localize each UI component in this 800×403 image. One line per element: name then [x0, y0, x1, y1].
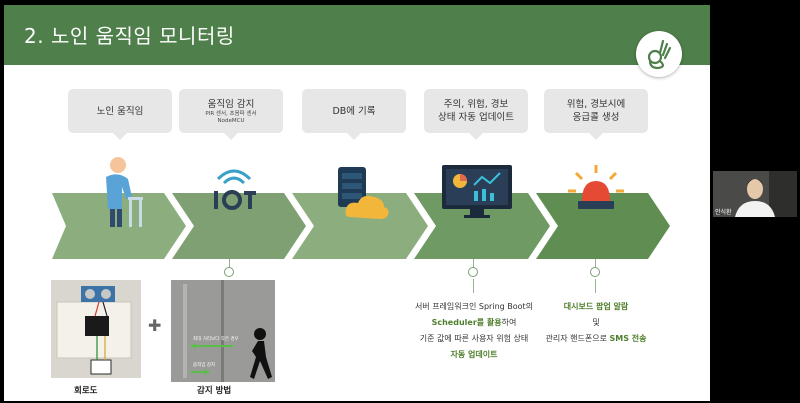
- participant-name: 안식환: [715, 209, 732, 216]
- step-bubble-elderly-movement: 노인 움직임: [68, 89, 172, 140]
- detection-method-caption: 감지 방법: [197, 386, 232, 396]
- iot-icon: [214, 169, 256, 210]
- status-update-description: 서버 프레임워크인 Spring Boot의 Scheduler를 활용하여 기…: [414, 302, 534, 359]
- connector-line: [473, 259, 474, 268]
- connector-line: [229, 259, 230, 268]
- participant-face: [747, 179, 763, 199]
- step-bubble-emergency-call: 위험, 경보시에 응급콜 생성: [544, 89, 648, 140]
- step-bubble-status-update: 주의, 위험, 경보 상태 자동 업데이트: [424, 89, 528, 140]
- pir-sensor: [90, 359, 112, 375]
- process-flow-band: [52, 193, 670, 259]
- connector-node: [468, 267, 478, 277]
- detect-label-movement: 움직임 감지: [193, 363, 216, 368]
- ok-hand-logo: [636, 31, 682, 77]
- alarm-description: 대시보드 팝업 알람 및 관리자 핸드폰으로 SMS 전송: [545, 302, 647, 343]
- nodemcu-board: [85, 316, 109, 336]
- step-bubble-db-record: DB에 기록: [302, 89, 406, 140]
- detect-label-max-distance: 최대 거리보다 작은 경우: [193, 337, 239, 342]
- walking-person-icon: [250, 328, 272, 379]
- step-bubble-motion-detect: 움직임 감지 PIR 센서, 초음파 센서 NodeMCU: [179, 89, 283, 140]
- dashboard-monitor-icon: [442, 165, 512, 218]
- chevron-3: [292, 193, 428, 259]
- database-cloud-icon: [338, 167, 389, 219]
- chevron-5: [536, 193, 670, 259]
- connector-line: [595, 279, 596, 293]
- circuit-caption: 회로도: [74, 386, 98, 396]
- ok-hand-icon: [647, 39, 672, 70]
- slide-title: 2. 노인 움직임 모니터링: [24, 24, 235, 48]
- connector-node: [224, 267, 234, 277]
- connector-line: [595, 259, 596, 268]
- slide-header: 2. 노인 움직임 모니터링: [4, 5, 710, 65]
- chevron-2: [172, 193, 306, 259]
- elderly-person-icon: [106, 157, 143, 227]
- connector-line: [473, 279, 474, 293]
- alarm-siren-icon: [568, 165, 624, 209]
- presentation-slide: 2. 노인 움직임 모니터링 노인 움직임 움직임 감지 PIR 센서, 초음파…: [4, 5, 710, 401]
- chevron-4: [414, 193, 550, 259]
- plus-sign: ✚: [148, 316, 162, 335]
- circuit-diagram-image: [51, 280, 141, 378]
- participant-video-tile[interactable]: 안식환: [713, 171, 797, 217]
- connector-node: [590, 267, 600, 277]
